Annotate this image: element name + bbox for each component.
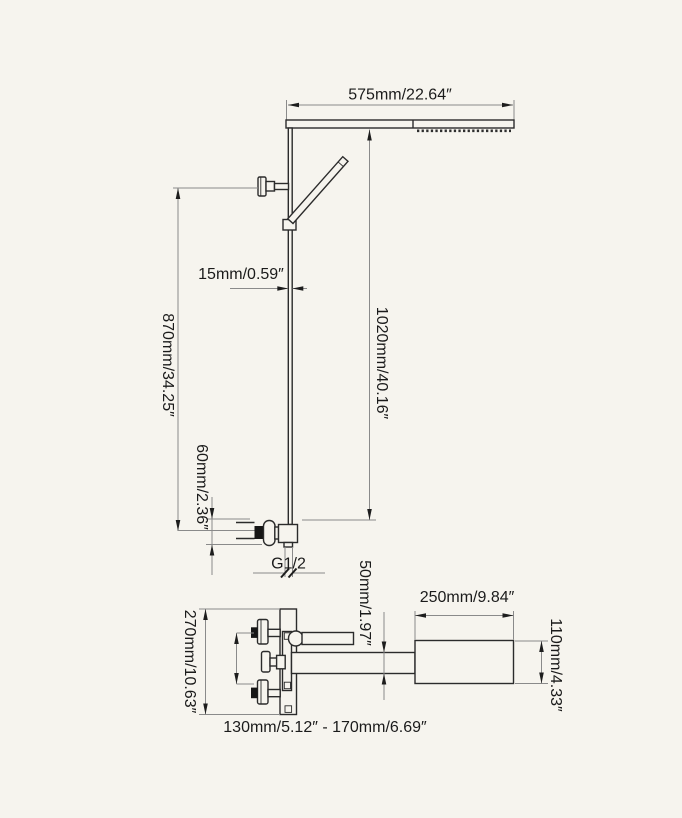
- hand-shower-wand: [286, 155, 349, 225]
- arrowhead-right-icon: [277, 286, 289, 291]
- arrowhead-down-icon: [367, 509, 372, 520]
- thread-label: G1/2: [271, 556, 306, 573]
- handle-pivot: [287, 630, 304, 647]
- dim-label-plate-height: 270mm/10.63″: [181, 610, 198, 714]
- arrowhead-right-icon: [502, 102, 513, 108]
- oblique-tick-icon: [280, 567, 290, 579]
- dim-label-spout-height: 50mm/1.97″: [356, 560, 373, 646]
- lower-view-mixer-spout: 270mm/10.63″ 50mm/1.97″ 250mm/9.84″ 110m…: [181, 560, 564, 736]
- arrowhead-down-icon: [175, 520, 181, 531]
- arrowhead-up-icon: [381, 673, 387, 685]
- top-inlet-knob-flange: [256, 618, 269, 645]
- valve-detail-square: [283, 681, 291, 690]
- arrowhead-down-icon: [539, 672, 544, 684]
- wall-elbow: [277, 523, 299, 544]
- bottom-inlet-nut: [251, 687, 258, 699]
- arrowhead-up-icon: [175, 188, 181, 199]
- upper-view-shower-column: 575mm/22.64″ 1020mm/40.16″ 870mm/34.25″: [159, 87, 515, 579]
- shower-arm: [285, 119, 515, 129]
- plate-screw-hole: [284, 705, 293, 713]
- wand-head-line: [337, 161, 344, 167]
- arrowhead-up-icon: [234, 633, 239, 644]
- arrowhead-left-icon: [288, 102, 299, 108]
- arrowhead-up-icon: [203, 609, 208, 620]
- arrowhead-up-icon: [367, 129, 372, 141]
- arrowhead-right-icon: [502, 613, 514, 618]
- spout-body: [414, 639, 515, 685]
- arrowhead-up-icon: [209, 544, 215, 556]
- elbow-outlet-foot: [283, 541, 294, 548]
- arrowhead-down-icon: [234, 673, 239, 684]
- spout-neck: [290, 651, 416, 675]
- arrowhead-down-icon: [203, 703, 208, 715]
- arrowhead-left-icon: [292, 286, 304, 291]
- lever-handle: [301, 631, 355, 646]
- dim-label-spout-length: 250mm/9.84″: [420, 589, 515, 606]
- slider-knob-nut: [265, 180, 276, 192]
- dim-label-escutcheon: 60mm/2.36″: [193, 444, 210, 530]
- top-inlet-stem: [267, 628, 281, 638]
- top-inlet-nut: [251, 627, 258, 638]
- oblique-tick-icon: [287, 567, 298, 579]
- arrowhead-up-icon: [539, 641, 544, 652]
- dim-label-top-width: 575mm/22.64″: [348, 87, 452, 104]
- dim-label-body-height: 110mm/4.33″: [547, 618, 564, 712]
- arrowhead-down-icon: [381, 641, 387, 653]
- diverter-knob-flange: [260, 650, 271, 673]
- dim-label-height-to-slider: 870mm/34.25″: [159, 313, 176, 417]
- arrowhead-left-icon: [415, 613, 426, 618]
- bottom-inlet-knob-flange: [256, 679, 269, 705]
- escutcheon-flange: [262, 519, 276, 547]
- diverter-nut: [275, 654, 286, 670]
- supply-nut: [254, 526, 264, 539]
- arrowhead-down-icon: [209, 508, 215, 519]
- wand-body: [286, 155, 349, 225]
- slider-knob-stem: [273, 182, 290, 191]
- slider-knob-flange: [257, 176, 267, 197]
- dim-label-inlet-spacing: 130mm/5.12″ - 170mm/6.69″: [223, 719, 427, 736]
- dim-label-pipe-width: 15mm/0.59″: [198, 266, 284, 283]
- bottom-inlet-stem: [267, 688, 281, 698]
- dim-label-overall-height: 1020mm/40.16″: [373, 307, 390, 420]
